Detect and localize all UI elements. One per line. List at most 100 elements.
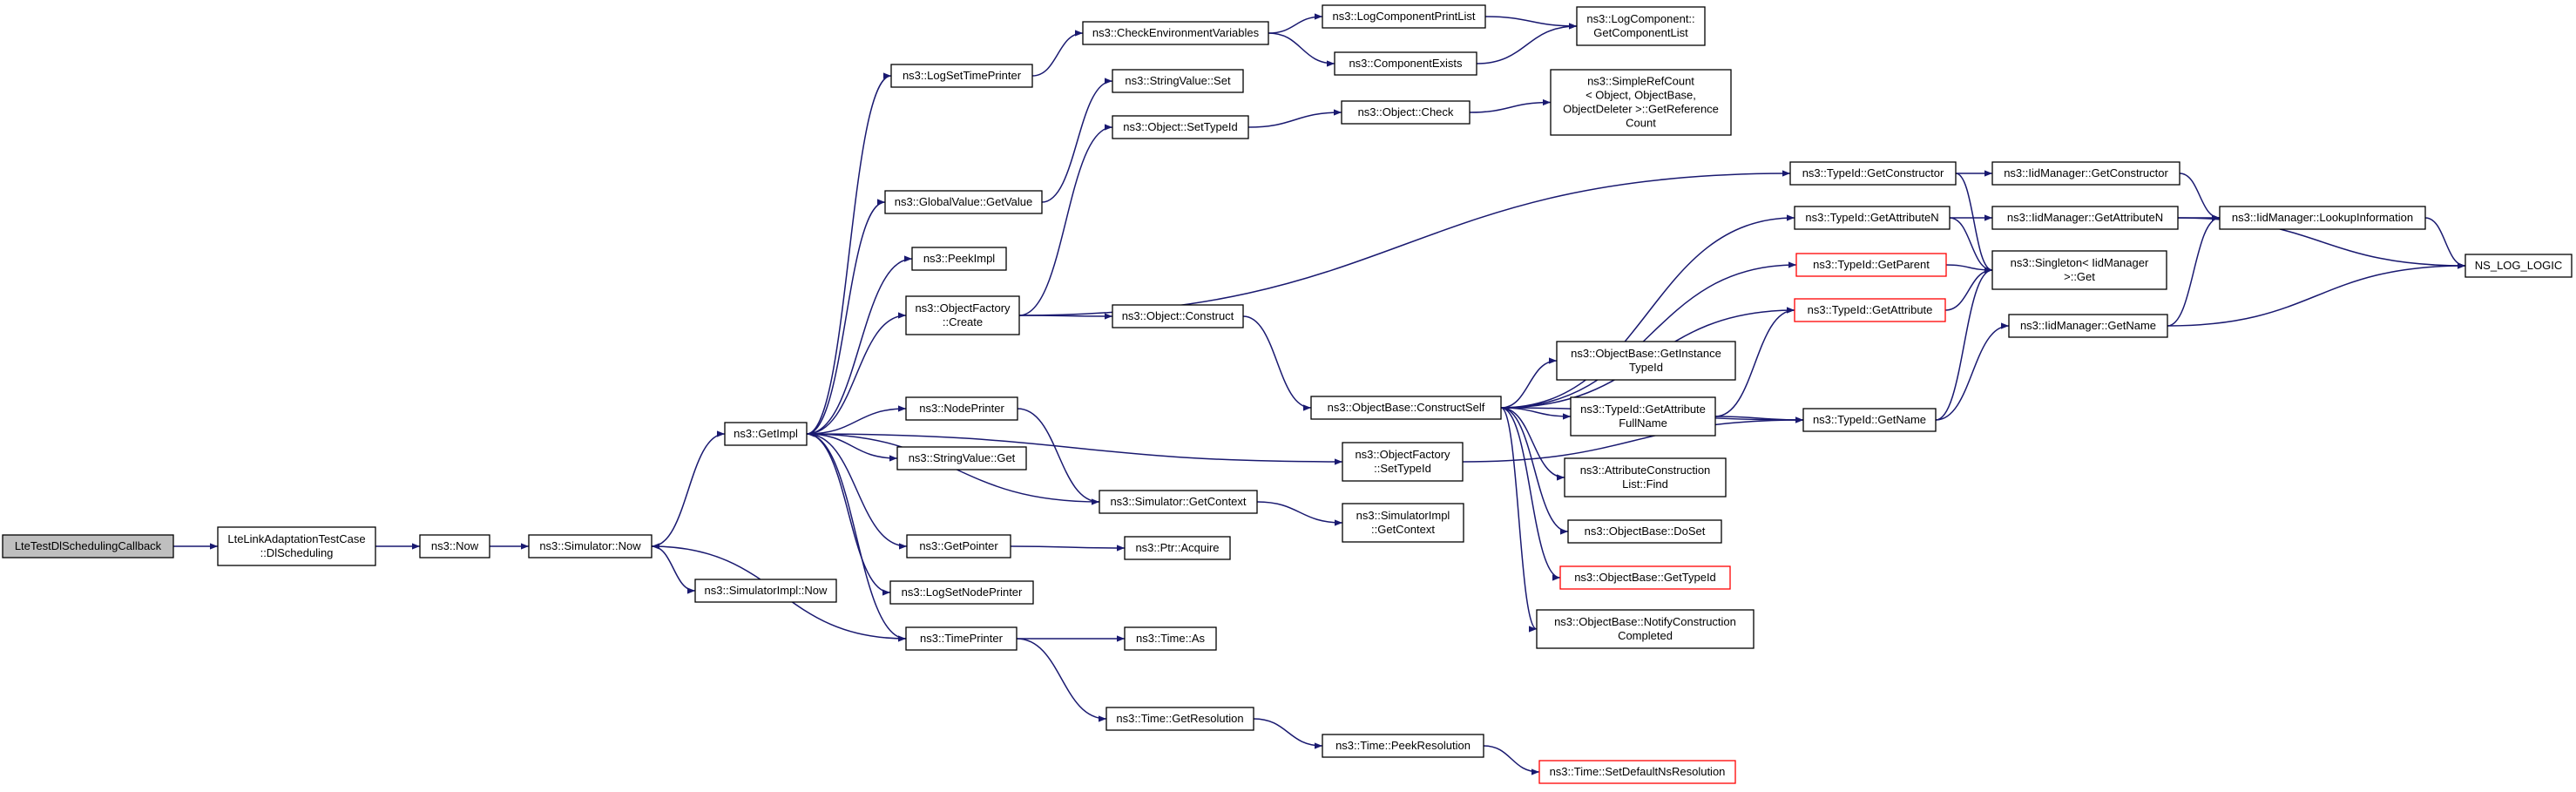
node-ns3-typeid-getparent[interactable]: ns3::TypeId::GetParent bbox=[1795, 253, 1947, 277]
node-box bbox=[890, 64, 1033, 88]
node-ns3-logsettimeprinter[interactable]: ns3::LogSetTimePrinter bbox=[890, 64, 1033, 88]
node-ltelinkadaptationtestcase-dlscheduling[interactable]: LteLinkAdaptationTestCase::DlScheduling bbox=[217, 526, 376, 566]
node-ns3-logcomponent-getcomponentlist[interactable]: ns3::LogComponent::GetComponentList bbox=[1576, 6, 1706, 46]
node-box bbox=[1794, 298, 1946, 322]
node-label: Count bbox=[1626, 117, 1656, 130]
edge-simnow-to-getimpl bbox=[651, 430, 726, 547]
node-ns3-object-settypeid[interactable]: ns3::Object::SetTypeId bbox=[1112, 115, 1249, 139]
node-ns3-iidmanager-getattributen[interactable]: ns3::IidManager::GetAttributeN bbox=[1991, 206, 2179, 230]
node-label: ns3::PeekImpl bbox=[923, 252, 995, 265]
edge-typeidgetattrfullname-to-typeidgetattribute bbox=[1714, 307, 1795, 417]
node-ns3-nodeprinter[interactable]: ns3::NodePrinter bbox=[905, 396, 1018, 421]
node-label: ::GetContext bbox=[1371, 523, 1435, 536]
node-ns3-typeid-getname[interactable]: ns3::TypeId::GetName bbox=[1802, 408, 1937, 432]
node-label: ::Create bbox=[943, 315, 983, 328]
node-box bbox=[1310, 396, 1502, 420]
node-box bbox=[1538, 760, 1736, 784]
edge-typeidgetattribute-to-singletonget bbox=[1944, 267, 1993, 311]
node-label: FullName bbox=[1619, 416, 1667, 430]
node-box bbox=[2219, 206, 2426, 230]
node-box bbox=[1795, 253, 1947, 277]
node-ns3-objectfactory-create[interactable]: ns3::ObjectFactory::Create bbox=[905, 295, 1020, 335]
node-box bbox=[2, 534, 174, 558]
node-label: ns3::Time::GetResolution bbox=[1116, 712, 1243, 725]
node-ns3-simplerefcount-object-objectbase-objectdeleter-getreference-count[interactable]: ns3::SimpleRefCount< Object, ObjectBase,… bbox=[1550, 69, 1732, 136]
node-ns3-objectbase-gettypeid[interactable]: ns3::ObjectBase::GetTypeId bbox=[1559, 565, 1731, 590]
node-ns3-peekimpl[interactable]: ns3::PeekImpl bbox=[911, 247, 1007, 271]
node-ns3-logsetnodeprinter[interactable]: ns3::LogSetNodePrinter bbox=[889, 580, 1034, 605]
node-ns3-logcomponentprintlist[interactable]: ns3::LogComponentPrintList bbox=[1322, 4, 1486, 29]
node-box bbox=[1550, 69, 1732, 136]
node-box bbox=[724, 422, 808, 446]
node-box bbox=[906, 534, 1011, 558]
node-box bbox=[1341, 100, 1471, 125]
node-ns3-simulator-now[interactable]: ns3::Simulator::Now bbox=[528, 534, 652, 558]
edge-objbaseconstructself-to-typeidgetattributen bbox=[1500, 214, 1795, 409]
node-ns3-iidmanager-getconstructor[interactable]: ns3::IidManager::GetConstructor bbox=[1991, 161, 2180, 186]
node-ns3-typeid-getconstructor[interactable]: ns3::TypeId::GetConstructor bbox=[1789, 161, 1957, 186]
node-ns3-typeid-getattribute[interactable]: ns3::TypeId::GetAttribute bbox=[1794, 298, 1946, 322]
node-ns3-componentexists[interactable]: ns3::ComponentExists bbox=[1334, 51, 1477, 76]
node-label: ns3::Simulator::GetContext bbox=[1110, 495, 1246, 508]
node-ns3-checkenvironmentvariables[interactable]: ns3::CheckEnvironmentVariables bbox=[1082, 21, 1269, 45]
edge-timeprinter-to-timegetres bbox=[1016, 638, 1107, 722]
edge-objcheck-to-simplerefcount bbox=[1469, 98, 1552, 113]
node-ns3-singleton-iidmanager-get[interactable]: ns3::Singleton< IidManager>::Get bbox=[1991, 250, 2167, 290]
node-ns3-time-getresolution[interactable]: ns3::Time::GetResolution bbox=[1105, 707, 1254, 731]
edge-getimpl-to-peekimpl bbox=[806, 255, 913, 435]
node-label: ns3::NodePrinter bbox=[919, 402, 1004, 415]
node-label: ns3::Time::PeekResolution bbox=[1335, 739, 1471, 752]
node-ns3-simulatorimpl-now[interactable]: ns3::SimulatorImpl::Now bbox=[694, 579, 837, 603]
node-ns3-ptr-acquire[interactable]: ns3::Ptr::Acquire bbox=[1124, 536, 1231, 560]
node-label: ns3::Time::As bbox=[1136, 632, 1205, 645]
node-ns3-objectbase-constructself[interactable]: ns3::ObjectBase::ConstructSelf bbox=[1310, 396, 1502, 420]
node-ns3-object-check[interactable]: ns3::Object::Check bbox=[1341, 100, 1471, 125]
node-ns3-iidmanager-lookupinformation[interactable]: ns3::IidManager::LookupInformation bbox=[2219, 206, 2426, 230]
node-box bbox=[1576, 6, 1706, 46]
node-ns3-getimpl[interactable]: ns3::GetImpl bbox=[724, 422, 808, 446]
node-ns3-simulatorimpl-getcontext[interactable]: ns3::SimulatorImpl::GetContext bbox=[1342, 503, 1464, 543]
node-ns3-time-peekresolution[interactable]: ns3::Time::PeekResolution bbox=[1322, 734, 1484, 758]
node-box bbox=[896, 446, 1027, 470]
node-ltetestdlschedulingcallback[interactable]: LteTestDlSchedulingCallback bbox=[2, 534, 174, 558]
node-box bbox=[2008, 314, 2168, 338]
node-ns3-object-construct[interactable]: ns3::Object::Construct bbox=[1112, 304, 1244, 328]
node-ns3-typeid-getattributen[interactable]: ns3::TypeId::GetAttributeN bbox=[1794, 206, 1951, 230]
node-box bbox=[1112, 115, 1249, 139]
node-label: ns3::Object::SetTypeId bbox=[1123, 120, 1238, 133]
node-ns3-now[interactable]: ns3::Now bbox=[419, 534, 490, 558]
node-ns3-time-setdefaultnsresolution[interactable]: ns3::Time::SetDefaultNsResolution bbox=[1538, 760, 1736, 784]
edge-getimpl-to-logsetnodeprinter bbox=[806, 433, 891, 596]
edge-simgetcontext-to-simimplgetcontext bbox=[1256, 501, 1343, 526]
node-box bbox=[1991, 161, 2180, 186]
edge-typeidgetattributen-to-singletonget bbox=[1949, 217, 1993, 274]
node-ns3-stringvalue-set[interactable]: ns3::StringValue::Set bbox=[1112, 69, 1244, 93]
edge-typeidgetattrfullname-to-typeidgetname bbox=[1714, 416, 1804, 423]
node-label: ns3::IidManager::GetName bbox=[2020, 319, 2156, 332]
edge-typeidgetname-to-singletonget bbox=[1935, 267, 1993, 421]
node-ns3-simulator-getcontext[interactable]: ns3::Simulator::GetContext bbox=[1099, 490, 1258, 514]
node-ns3-objectbase-doset[interactable]: ns3::ObjectBase::DoSet bbox=[1567, 519, 1722, 544]
edge-compexists-to-logcompgetlist bbox=[1476, 23, 1578, 64]
node-box bbox=[1334, 51, 1477, 76]
node-ns3-iidmanager-getname[interactable]: ns3::IidManager::GetName bbox=[2008, 314, 2168, 338]
edge-checkenv-to-logcompprintlist bbox=[1268, 13, 1323, 34]
node-label: TypeId bbox=[1629, 361, 1663, 374]
node-ns3-stringvalue-get[interactable]: ns3::StringValue::Get bbox=[896, 446, 1027, 470]
node-ns3-getpointer[interactable]: ns3::GetPointer bbox=[906, 534, 1011, 558]
node-ns3-objectfactory-settypeid[interactable]: ns3::ObjectFactory::SetTypeId bbox=[1342, 442, 1464, 482]
node-ns3-objectbase-notifyconstruction-completed[interactable]: ns3::ObjectBase::NotifyConstructionCompl… bbox=[1536, 609, 1755, 649]
edge-getimpl-to-objfactcreate bbox=[806, 312, 907, 435]
node-ns3-timeprinter[interactable]: ns3::TimePrinter bbox=[905, 626, 1018, 651]
node-ns3-globalvalue-getvalue[interactable]: ns3::GlobalValue::GetValue bbox=[884, 190, 1043, 214]
node-label: ns3::SimulatorImpl bbox=[1356, 509, 1450, 522]
node-label: ns3::TypeId::GetAttribute bbox=[1808, 303, 1933, 316]
node-label: ::DlScheduling bbox=[260, 546, 334, 559]
node-label: ns3::LogComponentPrintList bbox=[1332, 10, 1475, 23]
node-ns3-time-as[interactable]: ns3::Time::As bbox=[1124, 626, 1217, 651]
node-ns-log-logic[interactable]: NS_LOG_LOGIC bbox=[2464, 254, 2573, 278]
node-label: ns3::Time::SetDefaultNsResolution bbox=[1550, 765, 1726, 778]
